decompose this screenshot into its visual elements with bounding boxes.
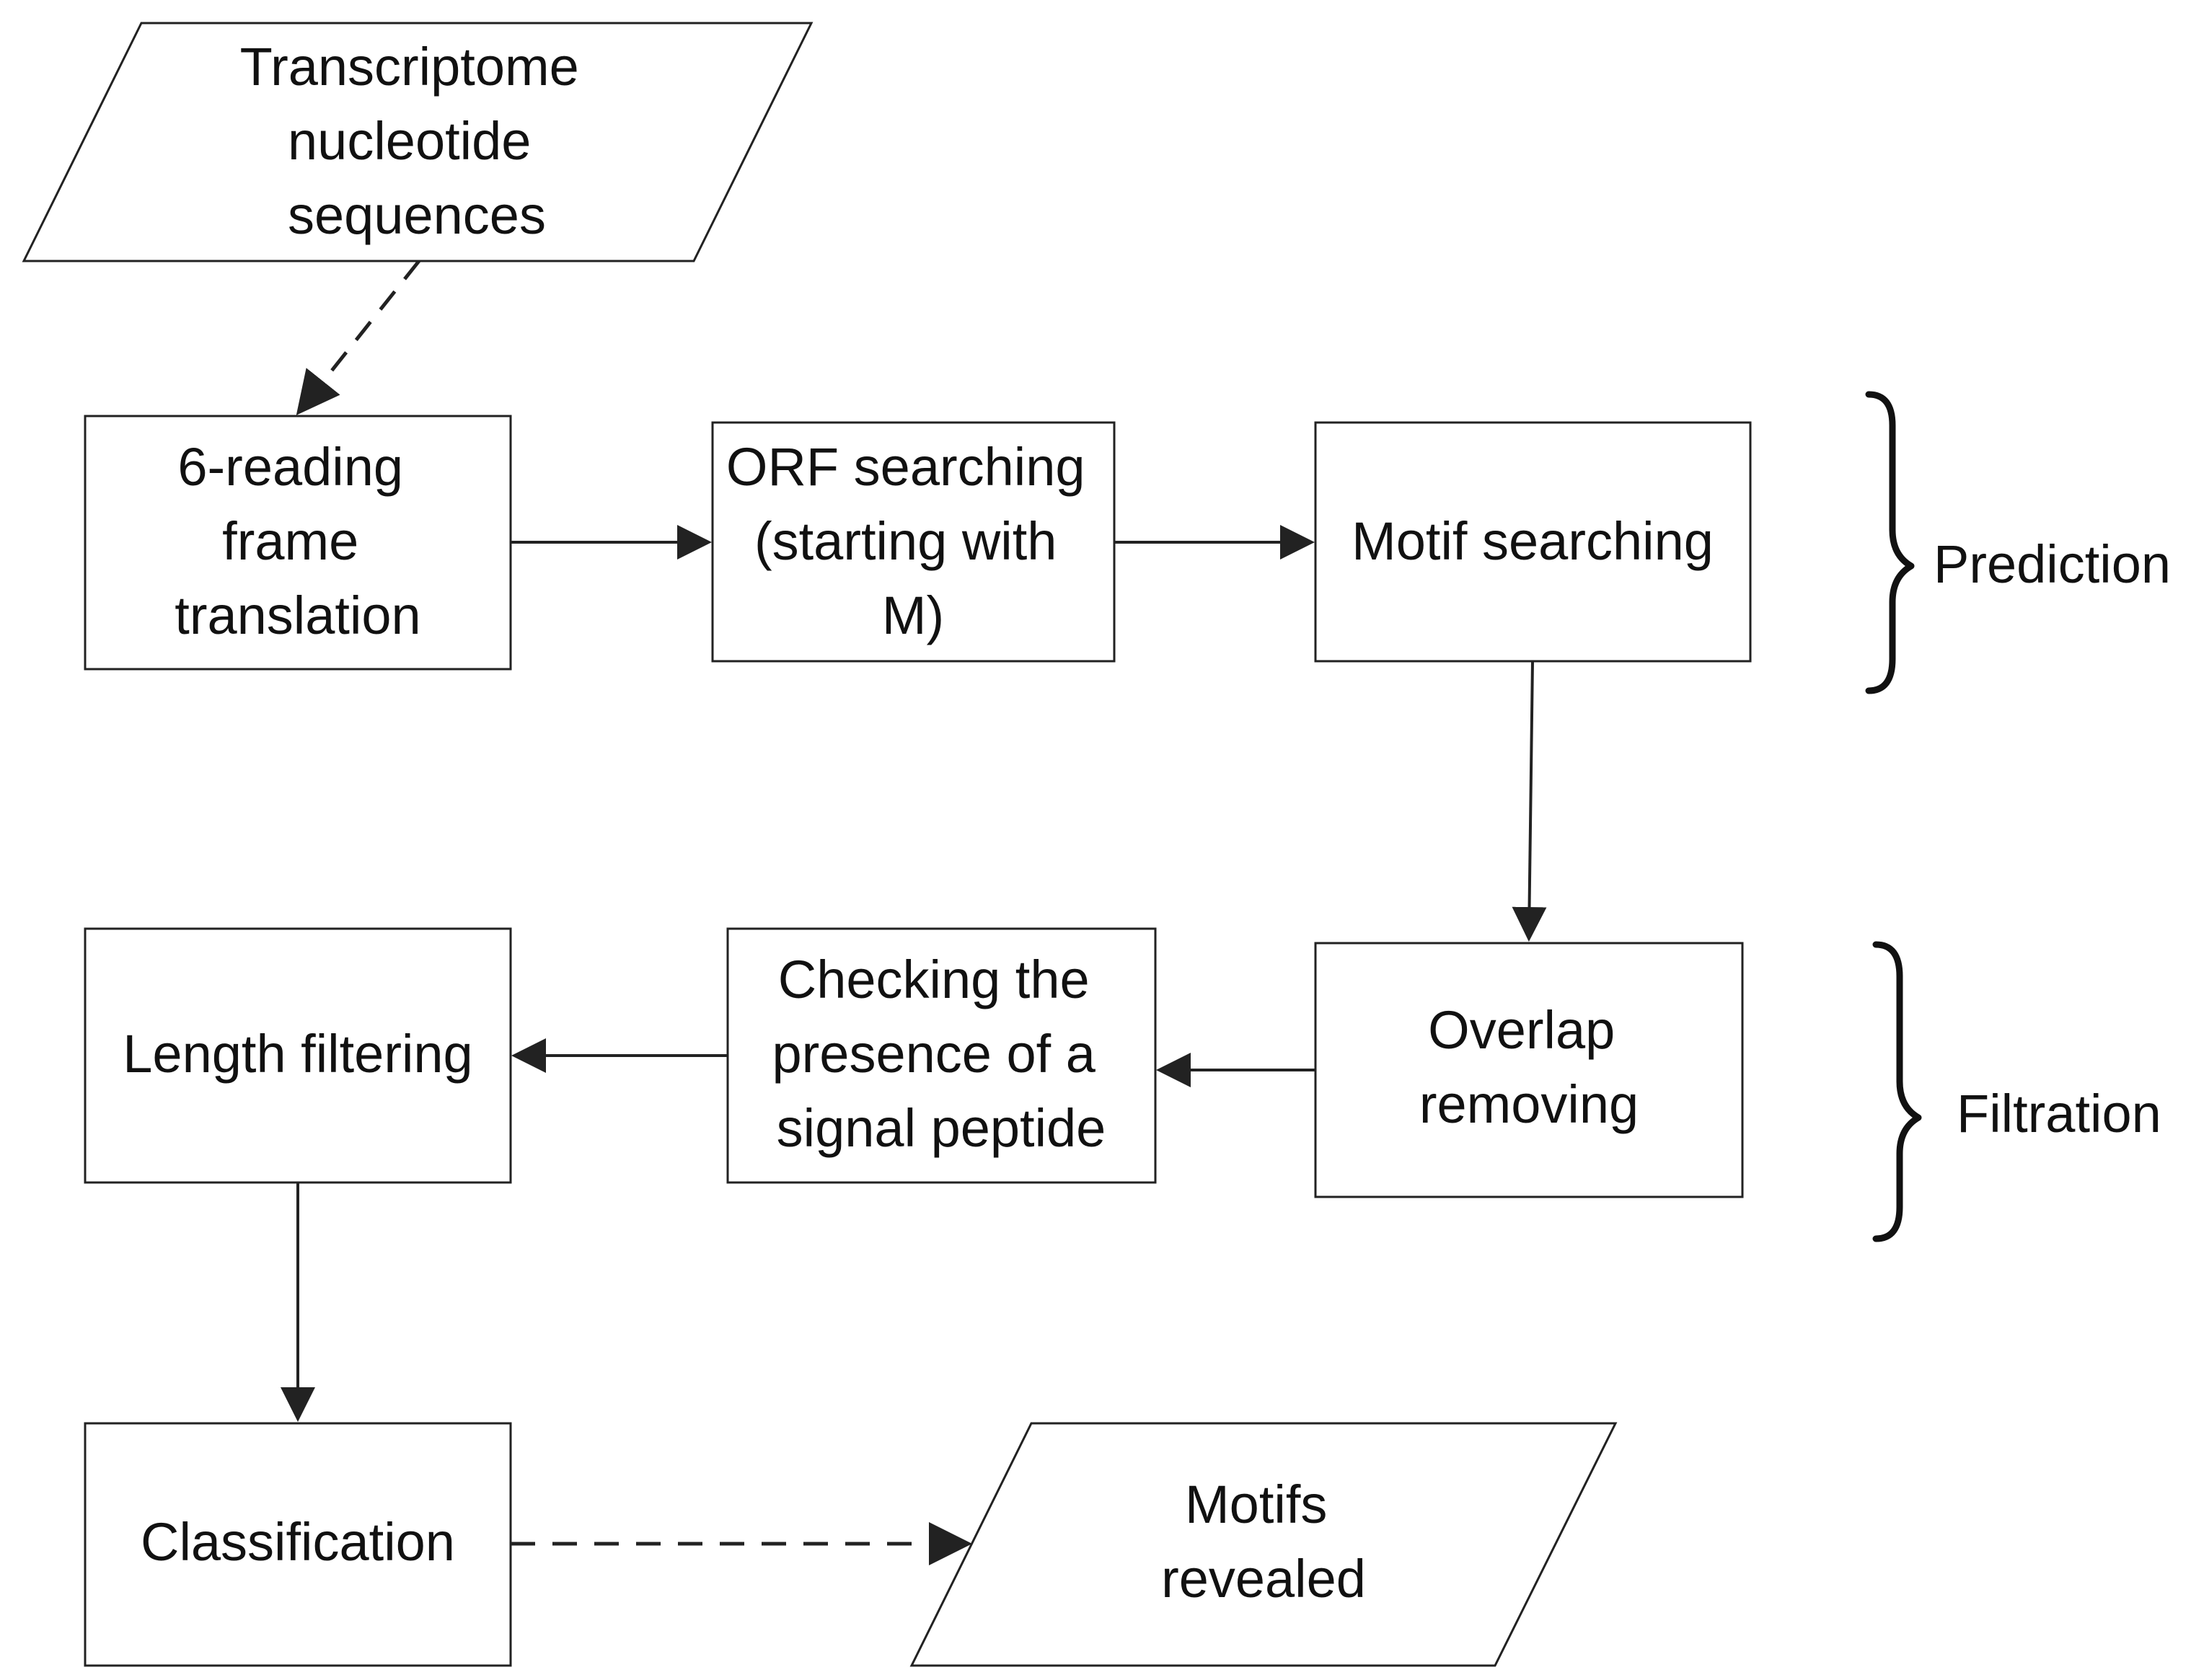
signal-line-2: presence of a xyxy=(772,1024,1096,1084)
filtration-label: Filtration xyxy=(1957,1084,2161,1144)
motif-searching-node: Motif searching xyxy=(1314,421,1752,663)
output-label: Motifs revealed xyxy=(1161,1475,1366,1609)
overlap-removing-box xyxy=(1314,942,1744,1198)
input-parallelogram xyxy=(22,22,814,262)
input-data-node: Transcriptome nucleotide sequences xyxy=(22,22,814,262)
six-frame-line-3: translation xyxy=(175,585,420,645)
six-frame-translation-box xyxy=(84,415,512,671)
six-frame-line-1: 6-reading xyxy=(177,437,403,497)
overlap-line-1: Overlap xyxy=(1428,1000,1615,1060)
arrow-input-to-translation xyxy=(296,260,420,415)
output-line-2: revealed xyxy=(1161,1549,1366,1609)
input-label-line-1: Transcriptome xyxy=(240,37,579,97)
orf-line-1: ORF searching xyxy=(726,437,1085,497)
signal-peptide-box xyxy=(726,927,1157,1184)
arrow-motif-to-overlap xyxy=(1512,660,1547,942)
prediction-brace xyxy=(1865,391,1915,694)
classification-box xyxy=(84,1422,512,1667)
signal-line-1: Checking the xyxy=(778,950,1090,1009)
classification-line-1: Classification xyxy=(141,1512,455,1572)
orf-line-2: (starting with xyxy=(754,511,1057,571)
orf-searching-box xyxy=(711,421,1116,663)
overlap-line-2: removing xyxy=(1419,1074,1639,1134)
orf-searching-label: ORF searching (starting with M) xyxy=(726,437,1100,645)
signal-peptide-label: Checking the presence of a signal peptid… xyxy=(772,950,1111,1158)
length-filtering-node: Length filtering xyxy=(84,927,512,1184)
input-label-line-3: sequences xyxy=(288,185,546,245)
input-label-line-2: nucleotide xyxy=(288,111,531,171)
overlap-removing-node: Overlap removing xyxy=(1314,942,1744,1198)
motif-searching-line-1: Motif searching xyxy=(1352,511,1714,571)
signal-peptide-node: Checking the presence of a signal peptid… xyxy=(726,927,1157,1184)
motif-searching-box xyxy=(1314,421,1752,663)
motif-searching-label: Motif searching xyxy=(1352,511,1714,571)
output-parallelogram xyxy=(909,1422,1618,1667)
filtration-brace xyxy=(1872,941,1922,1242)
six-frame-line-2: frame xyxy=(222,511,358,571)
signal-line-3: signal peptide xyxy=(777,1098,1106,1158)
six-frame-translation-node: 6-reading frame translation xyxy=(84,415,512,671)
orf-searching-node: ORF searching (starting with M) xyxy=(711,421,1116,663)
prediction-label: Prediction xyxy=(1934,534,2171,594)
output-line-1: Motifs xyxy=(1185,1475,1327,1534)
six-frame-translation-label: 6-reading frame translation xyxy=(175,437,420,645)
classification-node: Classification xyxy=(84,1422,512,1667)
classification-label: Classification xyxy=(141,1512,455,1572)
length-filtering-line-1: Length filtering xyxy=(123,1024,472,1084)
orf-line-3: M) xyxy=(882,585,944,645)
length-filtering-label: Length filtering xyxy=(123,1024,472,1084)
overlap-removing-label: Overlap removing xyxy=(1419,1000,1639,1134)
length-filtering-box xyxy=(84,927,512,1184)
output-data-node: Motifs revealed xyxy=(909,1422,1618,1667)
input-label: Transcriptome nucleotide sequences xyxy=(240,37,594,245)
